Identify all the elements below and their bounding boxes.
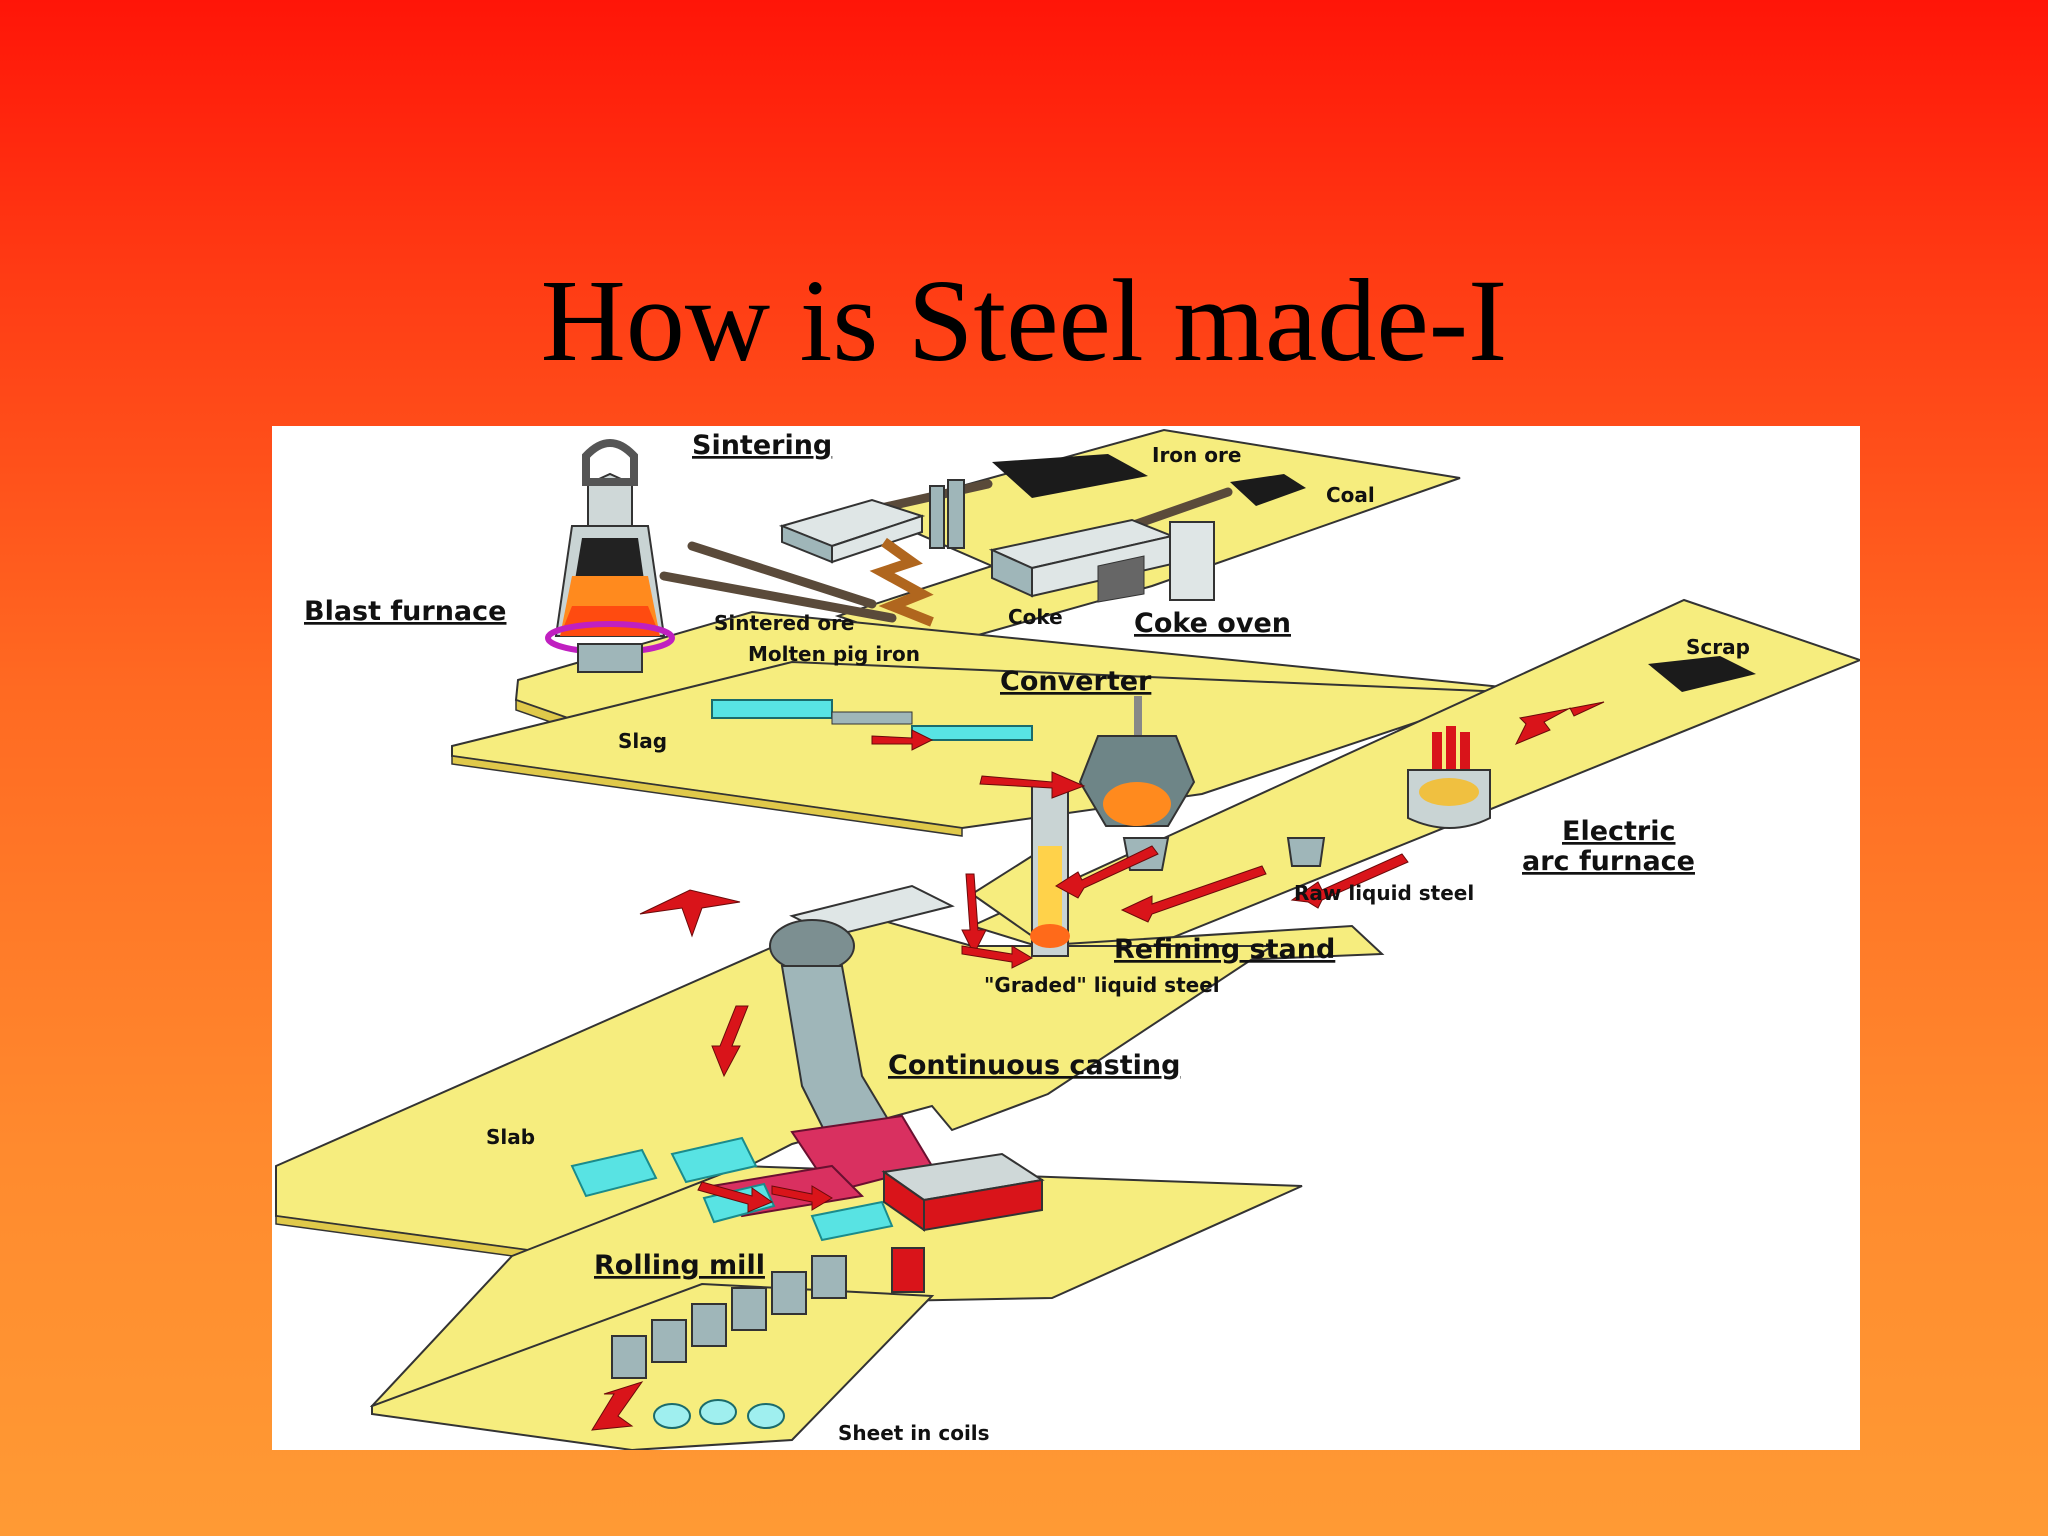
- label-continuous-casting: Continuous casting: [888, 1050, 1180, 1081]
- label-graded-liquid-steel: "Graded" liquid steel: [984, 973, 1220, 997]
- label-electric-arc-furnace-line1: Electric: [1562, 816, 1676, 847]
- label-scrap: Scrap: [1686, 635, 1750, 659]
- label-molten-pig-iron: Molten pig iron: [748, 642, 920, 666]
- label-raw-liquid-steel: Raw liquid steel: [1294, 881, 1474, 905]
- label-sintered-ore: Sintered ore: [714, 611, 855, 635]
- coal-pile: [1230, 474, 1306, 506]
- iron-ore-pile: [992, 454, 1148, 498]
- coke-oven: [988, 518, 1215, 603]
- label-electric-arc-furnace-line2: arc furnace: [1522, 846, 1695, 877]
- converter-vessel: [1078, 696, 1196, 827]
- label-coke: Coke: [1008, 605, 1063, 629]
- steelmaking-process-diagram: Sintering Iron ore Coal Blast furnace Si…: [272, 426, 1860, 1450]
- slide-title: How is Steel made-I: [540, 255, 1508, 386]
- label-coal: Coal: [1326, 483, 1375, 507]
- label-rolling-mill: Rolling mill: [594, 1250, 765, 1281]
- sintering-plant: [778, 479, 965, 627]
- label-slab: Slab: [486, 1125, 535, 1149]
- refining-stand: [1030, 785, 1070, 957]
- label-slag: Slag: [618, 729, 667, 753]
- sheet-coils: [653, 1399, 785, 1429]
- label-sheet-in-coils: Sheet in coils: [838, 1421, 990, 1445]
- rolling-stands: [611, 1247, 925, 1379]
- blast-furnace: [545, 439, 675, 673]
- flow-arrows: [591, 701, 1605, 1431]
- reheating-furnace: [881, 1152, 1045, 1232]
- platform-sheet: [371, 1282, 935, 1450]
- label-iron-ore: Iron ore: [1152, 443, 1241, 467]
- label-sintering: Sintering: [692, 430, 832, 461]
- process-illustration: Sintering Iron ore Coal Blast furnace Si…: [275, 428, 1860, 1450]
- scrap-pile: [1648, 656, 1756, 692]
- label-blast-furnace: Blast furnace: [304, 596, 506, 627]
- label-coke-oven: Coke oven: [1134, 608, 1291, 639]
- label-converter: Converter: [1000, 666, 1152, 697]
- label-refining-stand: Refining stand: [1114, 934, 1335, 965]
- electric-arc-furnace: [1407, 726, 1491, 829]
